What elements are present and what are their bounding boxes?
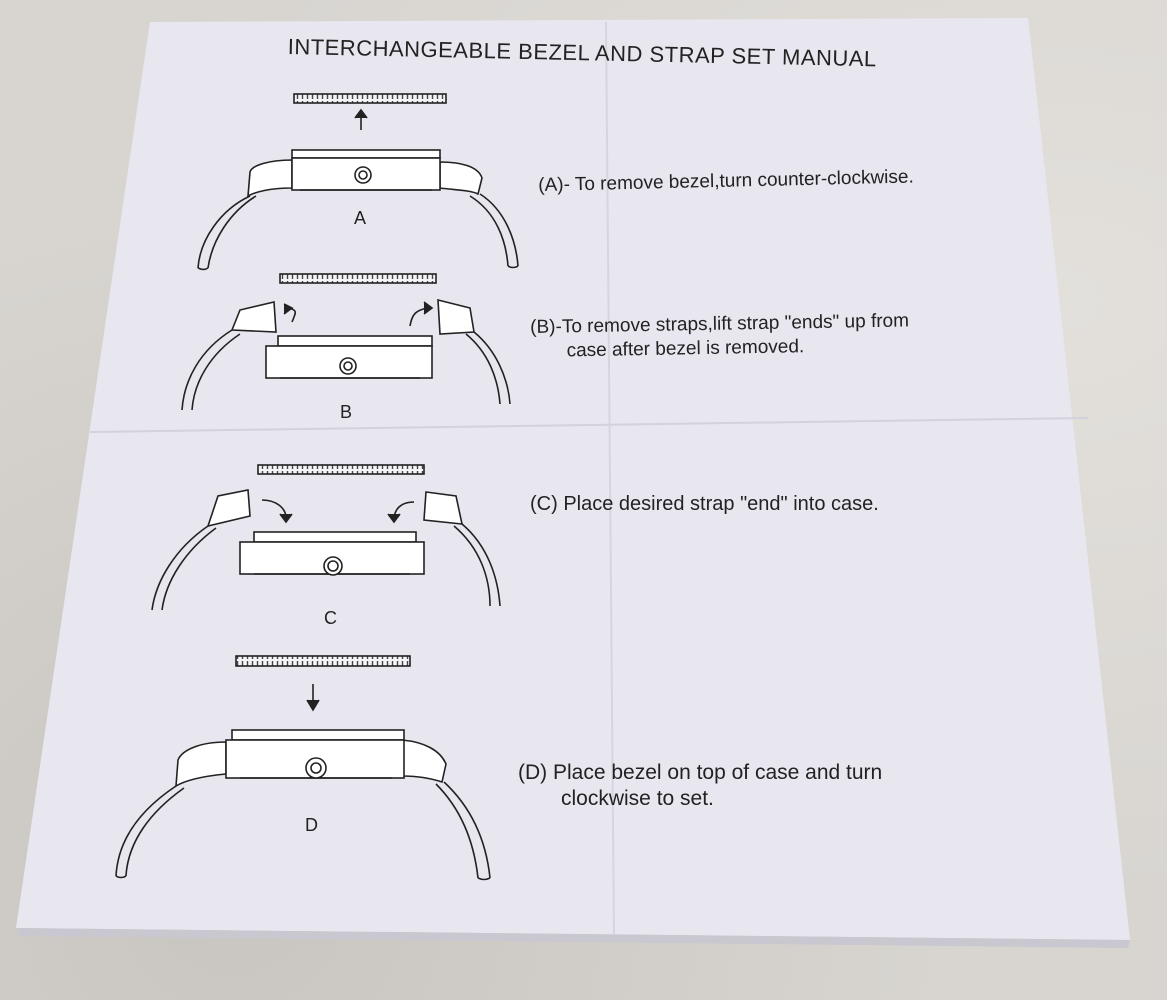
bezel-ring-b	[279, 273, 437, 284]
bezel-ring-d	[235, 655, 411, 667]
bezel-ring-c	[257, 464, 425, 475]
fold-line-vertical	[605, 21, 615, 936]
figure-c-place-strap	[151, 464, 501, 611]
figure-b-remove-straps	[181, 273, 511, 411]
instruction-d-line-1: (D) Place bezel on top of case and turn	[518, 761, 883, 784]
instruction-c-line-1: (C) Place desired strap "end" into case.	[530, 493, 879, 515]
instruction-b: (B)-To remove straps,lift strap "ends" u…	[530, 309, 910, 364]
figure-label-b: B	[340, 402, 353, 422]
instruction-d: (D) Place bezel on top of case and turn …	[518, 760, 882, 812]
figure-label-d: D	[305, 815, 318, 835]
bezel-ring-a	[293, 93, 447, 104]
figure-a-remove-bezel	[197, 93, 519, 271]
figure-label-a: A	[354, 208, 367, 228]
instruction-c: (C) Place desired strap "end" into case.	[530, 492, 879, 516]
figure-d-place-bezel	[115, 655, 491, 881]
instruction-d-line-2: clockwise to set.	[561, 787, 714, 810]
figure-label-c: C	[324, 608, 337, 628]
paper-sheet	[16, 18, 1130, 940]
fold-line-horizontal	[89, 417, 1089, 433]
